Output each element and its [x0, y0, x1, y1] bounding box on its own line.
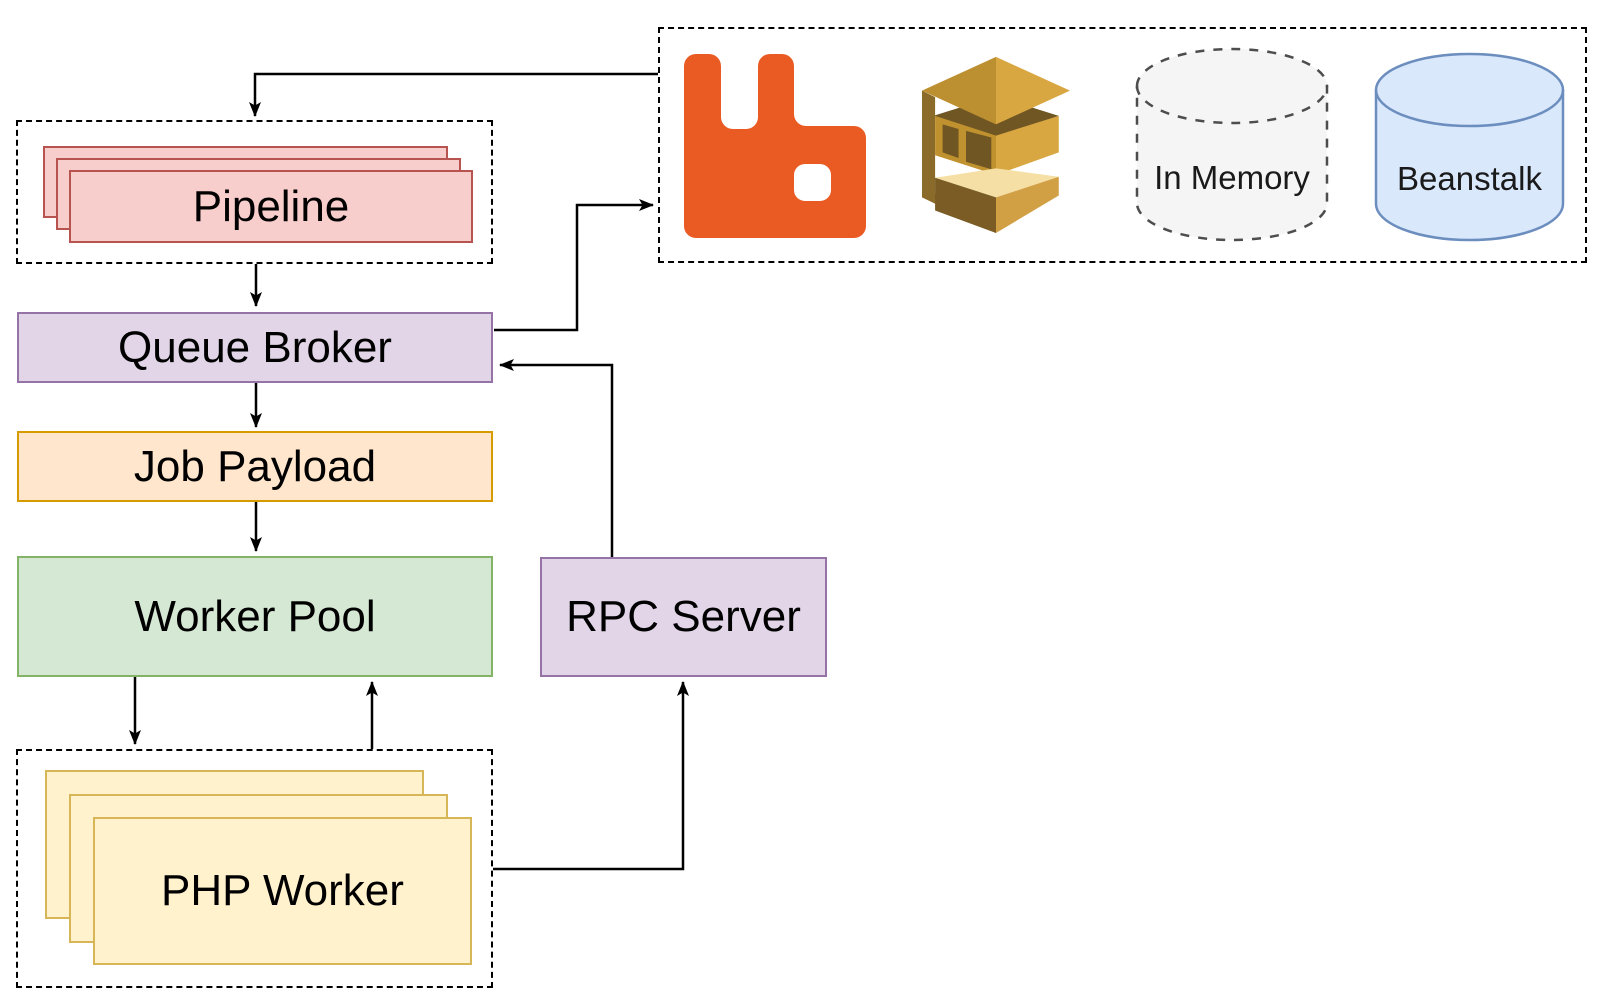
in-memory-label: In Memory	[1154, 159, 1310, 196]
in-memory-cylinder-icon	[1135, 47, 1329, 242]
pipeline-card-front: Pipeline	[69, 170, 473, 243]
pipeline-group: Pipeline	[16, 120, 493, 264]
php-worker-group: PHP Worker	[16, 749, 493, 988]
pipeline-label: Pipeline	[192, 181, 350, 231]
edge-rpc-server-to-queue-broker	[499, 359, 614, 557]
job-payload-label: Job Payload	[133, 441, 377, 491]
queue-broker-node: Queue Broker	[17, 312, 493, 383]
worker-pool-label: Worker Pool	[134, 591, 376, 641]
php-worker-card-front: PHP Worker	[93, 817, 472, 965]
job-payload-node: Job Payload	[17, 431, 493, 502]
backends-group: In Memory Beanstalk	[658, 27, 1587, 263]
edge-queue-broker-to-backends	[494, 199, 654, 332]
beanstalk-cylinder-icon	[1374, 52, 1565, 242]
worker-pool-node: Worker Pool	[17, 556, 493, 677]
edge-backends-to-pipeline	[249, 72, 658, 117]
rabbitmq-icon	[684, 54, 868, 238]
beanstalk-node: Beanstalk	[1374, 52, 1565, 242]
beanstalk-label: Beanstalk	[1397, 160, 1542, 197]
queue-broker-label: Queue Broker	[118, 322, 392, 372]
rpc-server-node: RPC Server	[540, 557, 827, 677]
edge-php-worker-to-rpc-server	[493, 681, 689, 871]
php-worker-label: PHP Worker	[161, 866, 404, 915]
rpc-server-label: RPC Server	[566, 592, 801, 641]
in-memory-node: In Memory	[1135, 47, 1329, 242]
amazon-sqs-icon	[907, 49, 1085, 239]
